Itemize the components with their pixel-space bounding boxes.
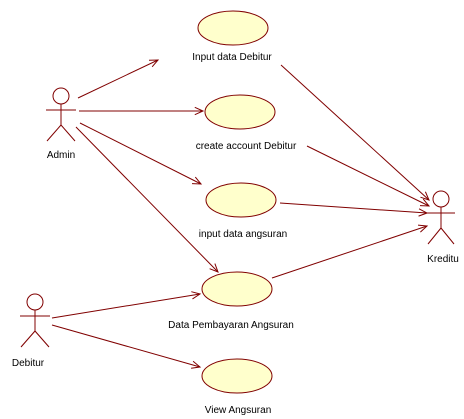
association-admin-to-uc1 <box>77 59 160 99</box>
use-case-data-pembayaran-angsuran[interactable]: Data Pembayaran Angsuran <box>168 271 294 331</box>
association-debitur-to-uc5 <box>51 324 202 369</box>
use-case-label: input data angsuran <box>199 229 287 240</box>
arrowhead-icon <box>191 360 202 369</box>
use-case-ellipse <box>201 358 273 394</box>
actor-figure-icon <box>20 293 50 348</box>
use-case-create-account-debitur[interactable]: create account Debitur <box>196 94 297 152</box>
association-line <box>75 126 219 273</box>
association-line <box>77 59 159 99</box>
use-case-ellipse <box>204 94 276 130</box>
arrowhead-icon <box>419 198 431 207</box>
arrowhead-icon <box>209 263 219 273</box>
use-case-input-data-debitur[interactable]: Input data Debitur <box>192 10 272 63</box>
use-case-label: Input data Debitur <box>192 52 272 63</box>
association-uc1-to-kreditur <box>280 64 430 201</box>
association-uc3-to-kreditur <box>279 202 429 217</box>
use-case-input-data-angsuran[interactable]: input data angsuran <box>199 182 287 240</box>
association-line <box>51 293 201 319</box>
use-case-ellipse <box>197 10 269 46</box>
association-line <box>51 324 201 368</box>
association-line <box>79 122 202 185</box>
association-line <box>280 64 430 201</box>
use-case-view-angsuran[interactable]: View Angsuran <box>201 358 273 416</box>
use-case-ellipse <box>201 271 273 307</box>
association-uc2-to-kreditur <box>306 145 431 207</box>
arrowhead-icon <box>417 224 429 233</box>
association-admin-to-uc4 <box>75 126 219 273</box>
arrowhead-icon <box>191 291 202 300</box>
actor-figure-icon <box>46 87 76 142</box>
use-case-label: Data Pembayaran Angsuran <box>168 320 294 331</box>
actor-kreditur[interactable]: Kreditu <box>427 190 459 265</box>
arrowhead-icon <box>420 191 430 201</box>
arrowhead-icon <box>191 176 203 185</box>
actor-admin[interactable]: Admin <box>46 87 76 161</box>
association-debitur-to-uc4 <box>51 291 202 319</box>
association-line <box>271 225 428 279</box>
association-admin-to-uc3 <box>79 122 203 185</box>
use-case-ellipse <box>205 182 277 218</box>
actor-label: Admin <box>47 150 75 161</box>
actor-label: Kreditu <box>427 254 459 265</box>
association-admin-to-uc2 <box>79 106 205 116</box>
actor-figure-icon <box>427 190 455 245</box>
association-uc4-to-kreditur <box>271 224 429 279</box>
use-case-label: create account Debitur <box>196 141 297 152</box>
use-case-label: View Angsuran <box>205 405 272 416</box>
arrowhead-icon <box>194 106 205 116</box>
actor-label: Debitur <box>12 358 45 369</box>
association-lines <box>51 59 431 369</box>
arrowhead-icon <box>148 59 160 68</box>
association-line <box>279 202 428 214</box>
association-line <box>306 145 430 207</box>
actor-debitur[interactable]: Debitur <box>12 293 50 369</box>
